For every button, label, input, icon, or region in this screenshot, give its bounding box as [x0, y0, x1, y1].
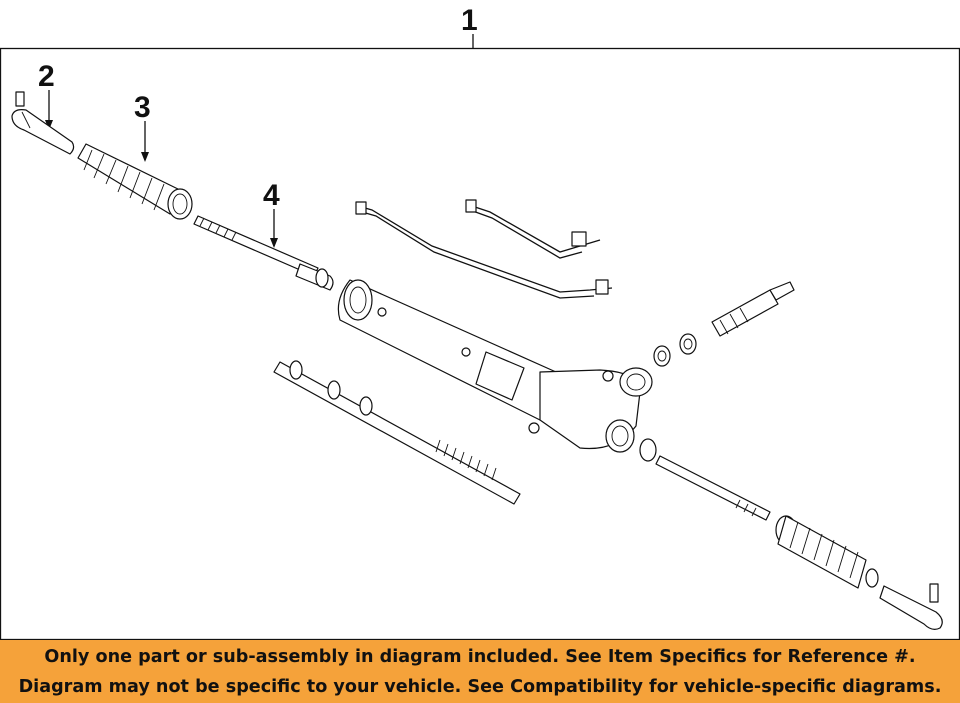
bellows-boot-left	[77, 143, 193, 220]
disclaimer-line-1: Only one part or sub-assembly in diagram…	[44, 646, 916, 667]
callout-3-arrowhead	[141, 152, 149, 162]
callout-2-arrowhead	[45, 120, 53, 130]
inner-tie-rod-left	[193, 215, 334, 291]
callout-4-arrowhead	[270, 238, 278, 248]
rack-housing	[337, 279, 653, 453]
parts-diagram: 1 2 3 4	[0, 4, 960, 640]
disclaimer-banner: Only one part or sub-assembly in diagram…	[0, 640, 960, 703]
callout-3: 3	[134, 91, 151, 124]
outer-tie-rod-end-right	[879, 583, 943, 630]
bellows-boot-right	[775, 515, 879, 589]
callout-2: 2	[38, 60, 55, 93]
inner-tie-rod-right	[639, 438, 771, 521]
outer-tie-rod-end-left	[11, 91, 75, 155]
rack-bar	[273, 360, 521, 505]
disclaimer-line-2: Diagram may not be specific to your vehi…	[18, 676, 942, 697]
callout-4: 4	[263, 179, 280, 212]
hydraulic-lines	[355, 199, 613, 299]
callout-1: 1	[461, 4, 478, 37]
seals-and-fitting	[653, 281, 795, 367]
